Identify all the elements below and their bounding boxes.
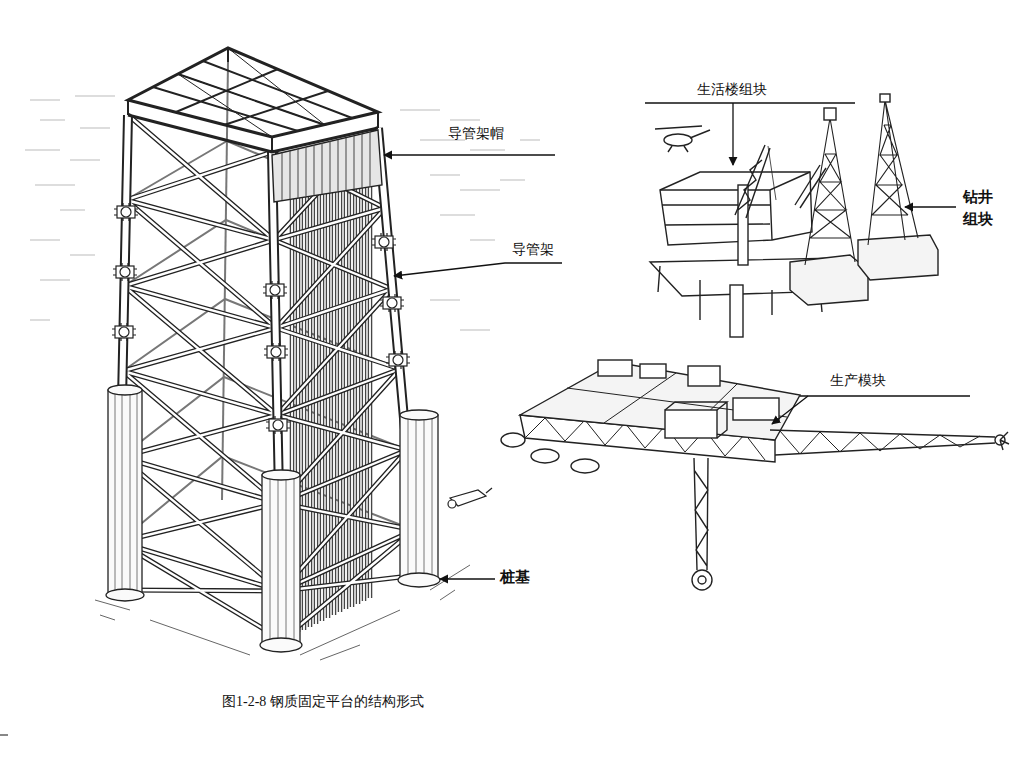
pile-sleeves — [108, 385, 142, 395]
topside-modules — [790, 255, 868, 305]
topside-modules — [655, 126, 710, 152]
pile-sleeves — [260, 638, 302, 652]
topside-modules — [664, 134, 692, 146]
production-module — [692, 570, 712, 590]
sea-surface — [25, 96, 540, 330]
production-module — [531, 449, 559, 463]
leg-clamps — [266, 416, 290, 434]
leader-lines — [772, 396, 808, 424]
sea-surface — [25, 96, 540, 330]
leader-lines — [800, 395, 970, 396]
top-frame — [153, 61, 352, 131]
topside-modules — [795, 165, 826, 208]
pile-sleeves — [400, 415, 438, 580]
leader-lines — [905, 206, 956, 207]
production-module — [665, 402, 727, 438]
production-module — [688, 366, 720, 386]
topside-modules — [768, 146, 776, 200]
topside-modules — [730, 285, 743, 337]
production-module — [770, 430, 995, 455]
pile-sleeves — [270, 475, 294, 645]
conductor-cap — [282, 132, 370, 200]
topside-modules — [858, 235, 938, 280]
callout-label: 生活楼组块 — [697, 80, 767, 98]
leader-lines — [440, 578, 495, 579]
rov — [448, 488, 492, 508]
production-module — [780, 431, 980, 454]
production-module — [733, 398, 779, 420]
rov — [486, 488, 492, 493]
rov — [448, 500, 456, 508]
page-mark — [0, 735, 8, 736]
leader-lines — [645, 102, 855, 103]
leg-clamps — [372, 233, 396, 251]
pile-sleeves — [398, 573, 440, 587]
leader-lines — [384, 103, 970, 579]
leader-lines — [394, 263, 562, 276]
pile-sleeves — [262, 475, 300, 645]
pile-sleeves — [400, 410, 438, 420]
leg-clamps — [380, 294, 404, 312]
production-module — [501, 433, 525, 447]
production-module — [1000, 432, 1009, 450]
production-module — [694, 458, 708, 570]
leader-lines — [384, 154, 555, 155]
top-frame — [128, 115, 378, 152]
leg-clamps — [112, 323, 136, 341]
page-mark — [0, 735, 8, 736]
pile-sleeves — [408, 415, 432, 580]
callout-label: 桩基 — [500, 568, 530, 588]
top-frame — [128, 48, 378, 152]
production-module — [598, 360, 632, 376]
topside-modules — [650, 94, 938, 337]
leg-clamps — [264, 343, 288, 361]
leg-clamps — [113, 263, 137, 281]
leg-clamps — [114, 203, 138, 221]
callout-label: 导管架帽 — [448, 124, 504, 142]
production-module — [520, 362, 800, 440]
topside-modules — [805, 118, 855, 265]
pile-sleeves — [262, 470, 300, 480]
pile-sleeves — [108, 390, 142, 595]
topside-modules — [868, 100, 918, 245]
pile-sleeves — [106, 589, 144, 601]
topside-modules — [735, 145, 770, 218]
production-module — [571, 459, 599, 473]
production-module — [501, 360, 1009, 590]
leg-clamps — [263, 281, 287, 299]
production-module — [698, 576, 706, 584]
leg-clamps — [386, 351, 410, 369]
pile-sleeves — [115, 390, 137, 595]
topside-modules — [824, 108, 836, 120]
topside-modules — [660, 172, 812, 245]
pile-sleeves — [106, 385, 440, 652]
callout-label: 生产模块 — [830, 371, 886, 389]
callout-label: 钻井 组块 — [963, 187, 996, 231]
topside-modules — [660, 172, 810, 240]
production-module — [665, 410, 717, 438]
topside-modules — [880, 94, 890, 102]
top-frame — [128, 48, 378, 152]
callout-label: 导管架 — [512, 240, 554, 258]
figure-caption: 图1-2-8 钢质固定平台的结构形式 — [222, 693, 424, 711]
production-module — [640, 364, 666, 378]
leg-clamps — [112, 203, 410, 434]
leader-lines — [732, 103, 733, 165]
